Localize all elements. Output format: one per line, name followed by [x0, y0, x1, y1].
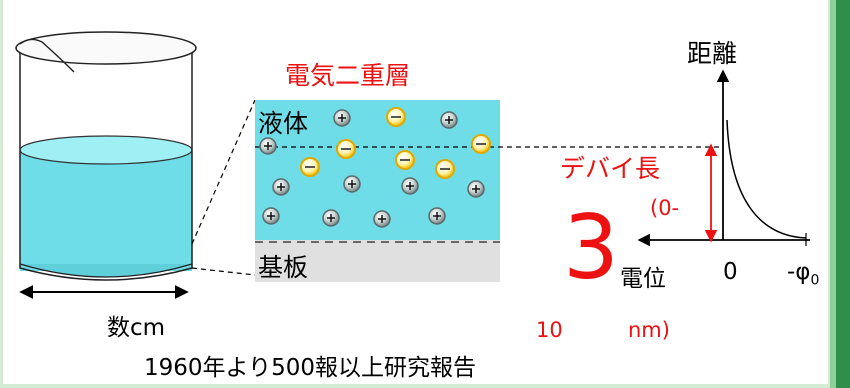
- debye-range-close: nm): [628, 318, 670, 342]
- axis-phi-label: -φ0: [787, 259, 819, 289]
- positive-ion: [401, 177, 419, 195]
- positive-ion: [467, 180, 485, 198]
- zoom-line-top: [191, 267, 256, 276]
- negative-ion: [395, 150, 415, 170]
- axis-phi-text: -φ: [787, 259, 811, 285]
- beaker-spout: [19, 38, 75, 73]
- positive-ion: [440, 111, 458, 129]
- substrate-label: 基板: [258, 253, 309, 282]
- substrate-region: [255, 240, 500, 282]
- beaker: [15, 31, 197, 281]
- negative-ion: [435, 159, 455, 179]
- beaker-body: [19, 50, 193, 281]
- potential-label: 電位: [620, 266, 666, 292]
- positive-ion: [322, 209, 340, 227]
- footer-note: 1960年より500報以上研究報告: [144, 355, 476, 381]
- debye-range-mid: 10: [536, 318, 563, 342]
- beaker-liquid: [20, 149, 192, 271]
- negative-ion: [386, 107, 406, 127]
- frame-right-border: [836, 0, 850, 388]
- negative-ion: [336, 139, 356, 159]
- positive-ion: [262, 207, 280, 225]
- beaker-bottom-curve: [19, 263, 193, 278]
- debye-range-open: (0-: [650, 196, 680, 220]
- negative-ions: [300, 107, 491, 179]
- positive-ion: [259, 137, 277, 155]
- potential-curve: [726, 119, 807, 239]
- positive-ion: [272, 178, 290, 196]
- positive-ion: [428, 207, 446, 225]
- positive-ion: [333, 109, 351, 127]
- debye-length-label: デバイ長: [560, 154, 661, 183]
- beaker-rim: [15, 31, 197, 65]
- liquid-label: 液体: [258, 109, 309, 138]
- axis-zero-label: 0: [723, 259, 738, 285]
- axis-phi-subscript: 0: [810, 272, 820, 289]
- positive-ion: [373, 210, 391, 228]
- negative-ion: [471, 134, 491, 154]
- negative-ion: [300, 157, 320, 177]
- beaker-liquid-surface: [19, 135, 193, 165]
- positive-ion: [343, 175, 361, 193]
- width-label: 数cm: [107, 315, 166, 341]
- distance-label: 距離: [687, 39, 738, 68]
- frame-right-accent: [830, 0, 836, 388]
- debye-big-digit: 3: [563, 196, 619, 299]
- zoom-line-upper: [191, 99, 256, 245]
- positive-ions: [259, 109, 485, 228]
- edl-title: 電気二重層: [285, 61, 411, 90]
